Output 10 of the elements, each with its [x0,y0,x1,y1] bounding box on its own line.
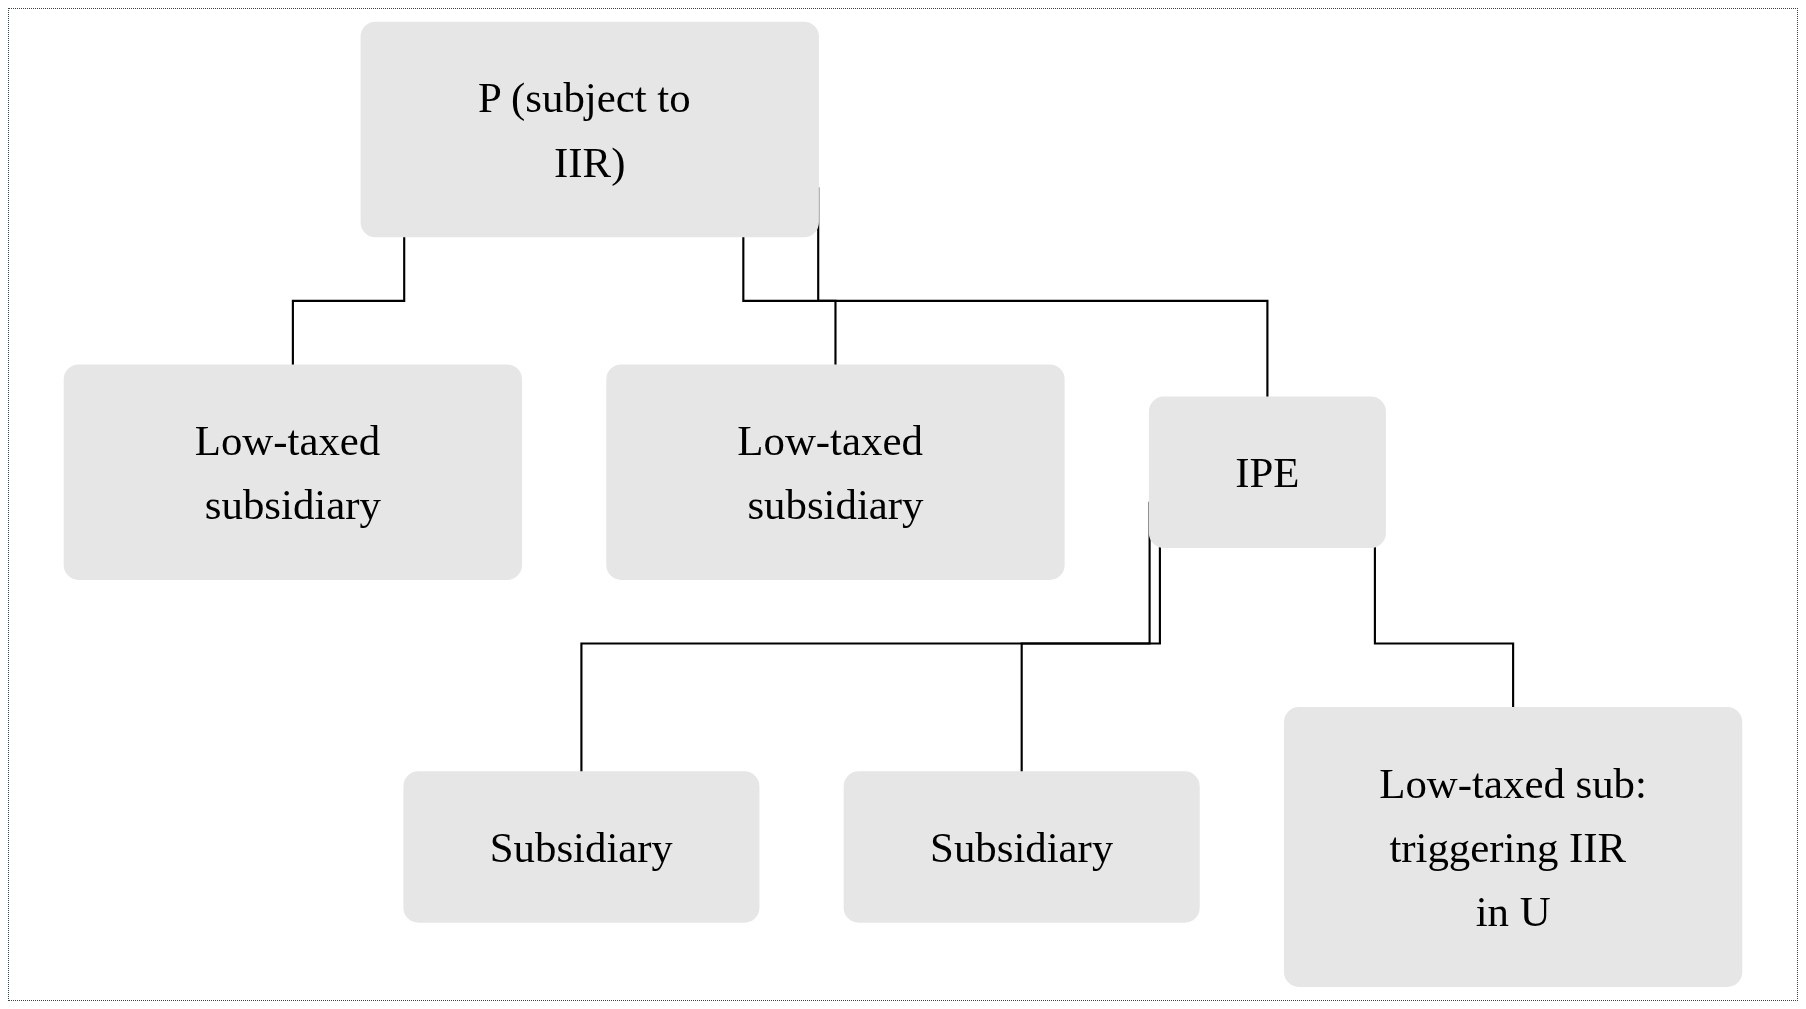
node-box: Low-taxed sub: triggering IIR in U [1283,707,1743,988]
node-box: Low-taxed subsidiary [606,364,1065,581]
node-box: P (subject to IIR) [360,21,819,238]
node-box: IPE [1148,396,1386,549]
connector [1020,547,1161,774]
node-box: Low-taxed subsidiary [63,364,523,581]
connector [742,236,837,367]
connector [291,236,406,367]
node-box: Subsidiary [403,771,760,923]
node-box: Subsidiary [843,771,1200,923]
